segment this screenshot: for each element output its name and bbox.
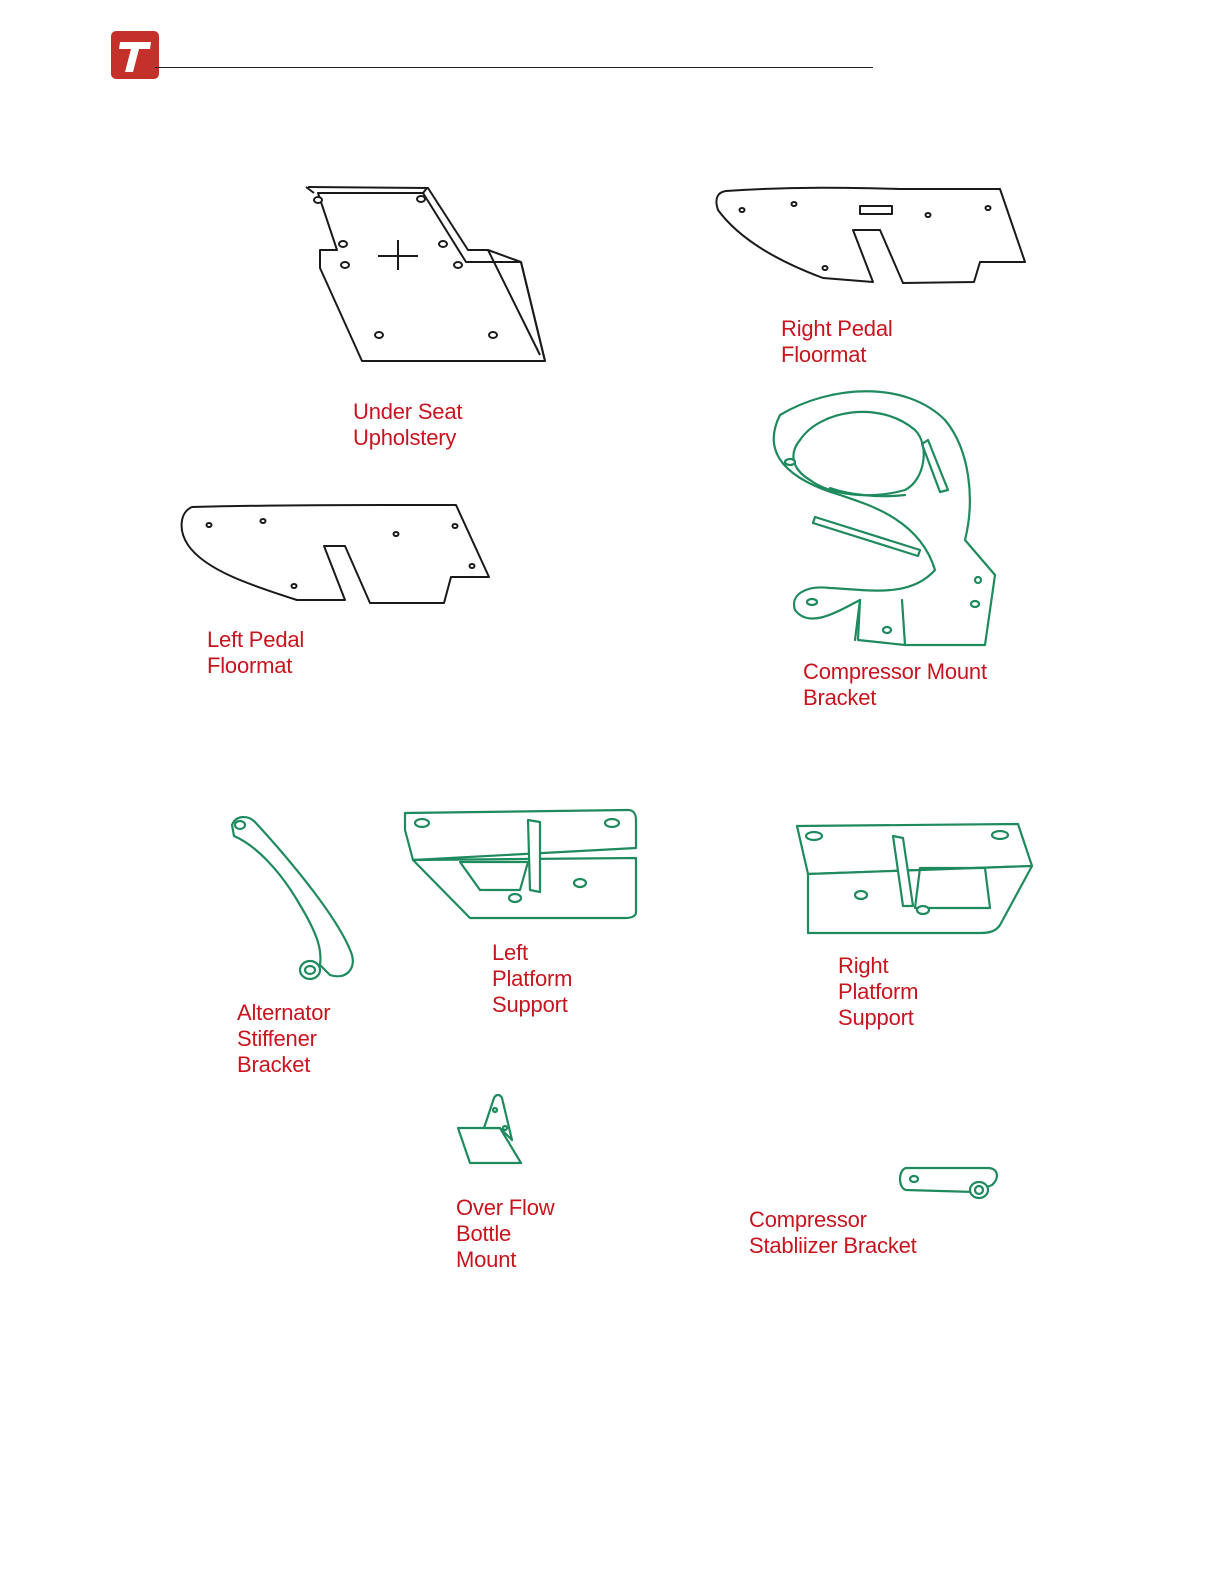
alternator-stiffener-bracket-drawing [232,817,353,979]
compressor-mount-bracket-drawing [774,391,995,645]
over-flow-bottle-mount-drawing [458,1095,521,1163]
right-pedal-floormat-drawing [716,188,1025,283]
right-platform-support-drawing [797,824,1032,933]
under-seat-upholstery-drawing [306,187,545,361]
compressor-stabilizer-bracket-drawing [900,1168,997,1198]
left-pedal-floormat-drawing [182,505,489,603]
left-platform-support-drawing [405,810,636,918]
